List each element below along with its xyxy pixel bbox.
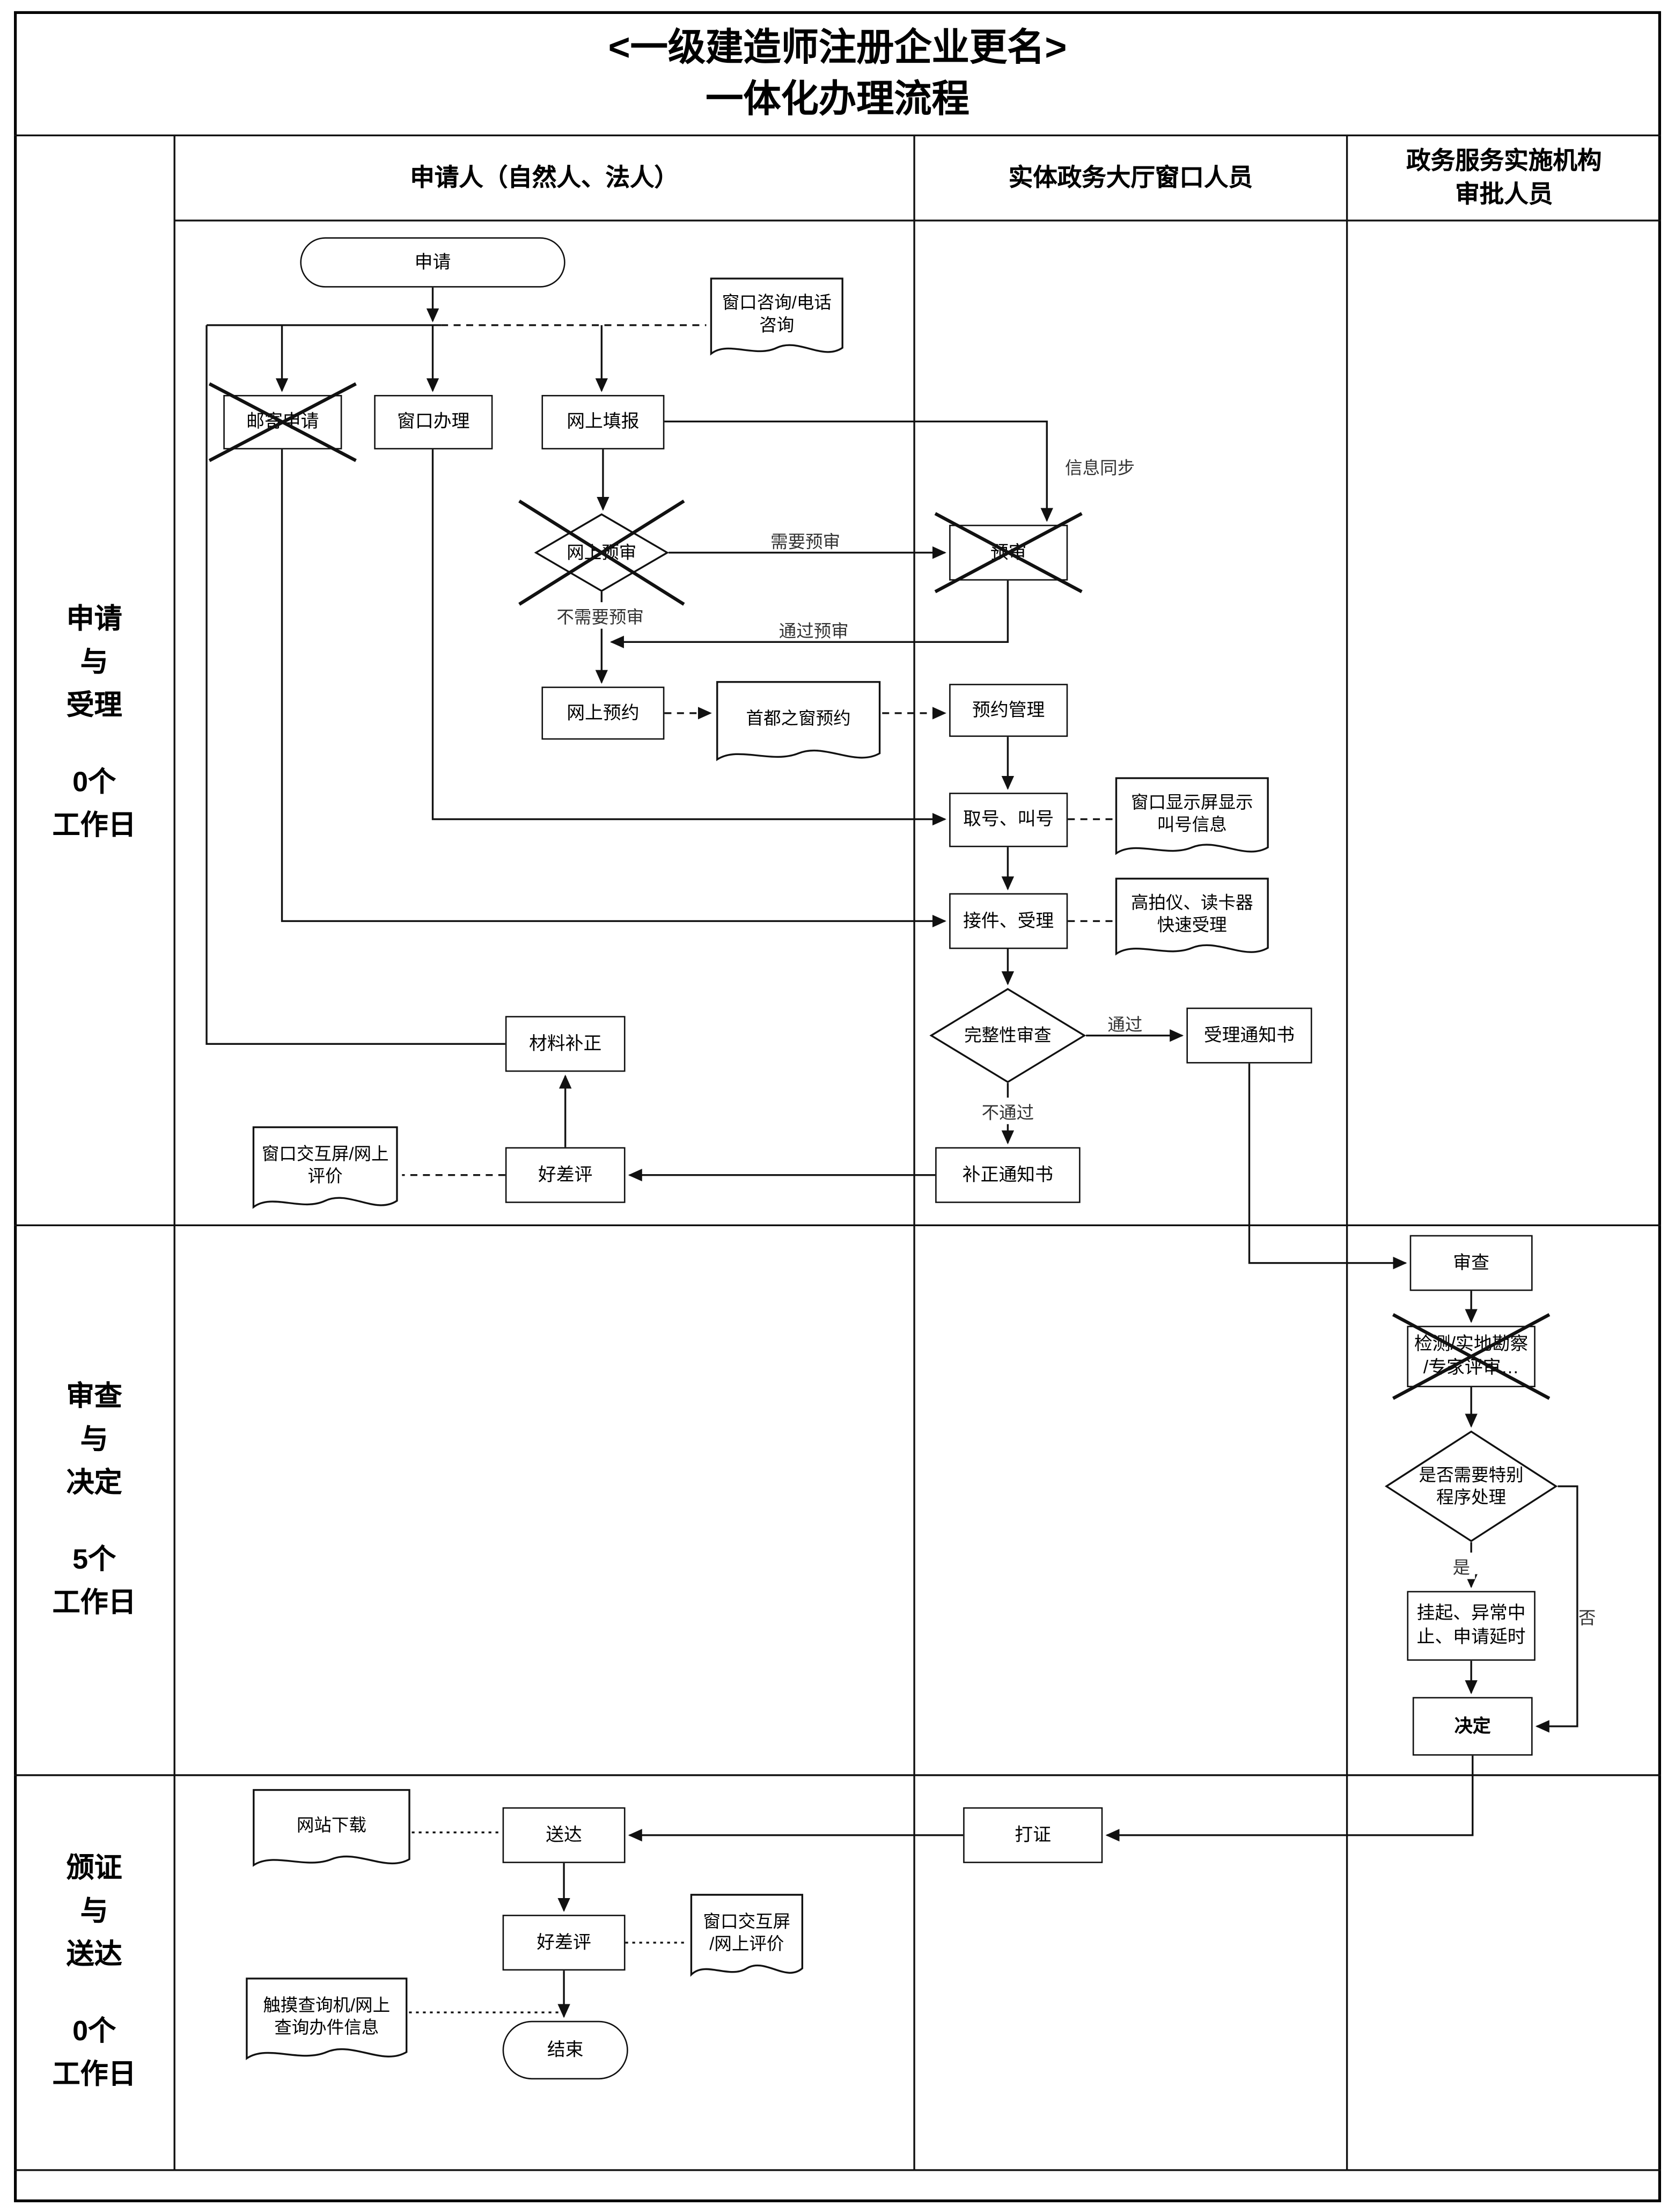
lane-header-window-staff: 实体政务大厅窗口人员 — [914, 135, 1347, 221]
diagram-title: <一级建造师注册企业更名> 一体化办理流程 — [14, 11, 1661, 135]
node-accept: 接件、受理 — [949, 893, 1068, 949]
node-precheck: 预审 — [934, 512, 1083, 594]
node-website-download-doc: 网站下载 — [251, 1788, 412, 1877]
phase-2-stage: 审查 与 决定 — [66, 1381, 122, 1498]
phase-apply-accept: 申请 与 受理 0个 工作日 — [14, 221, 174, 1225]
document-shape — [251, 1788, 412, 1877]
node-scanner-doc: 高拍仪、读卡器 快速受理 — [1114, 876, 1270, 965]
lane-header-applicant: 申请人（自然人、法人） — [174, 135, 914, 221]
phase-1-duration: 0个 工作日 — [52, 767, 136, 841]
lane-header-approver: 政务服务实施机构 审批人员 — [1347, 135, 1661, 221]
node-material-correction: 材料补正 — [505, 1016, 626, 1072]
node-mail-apply: 邮寄申请 — [208, 382, 357, 462]
node-print-cert: 打证 — [963, 1807, 1103, 1863]
document-shape — [1114, 876, 1270, 965]
document-shape — [251, 1125, 399, 1220]
document-shape — [689, 1892, 804, 1987]
node-window-handle: 窗口办理 — [374, 394, 493, 450]
node-decision: 决定 — [1412, 1697, 1533, 1756]
node-booking-mgmt: 预约管理 — [949, 684, 1068, 737]
node-review: 审查 — [1409, 1235, 1533, 1291]
lane-header-window-staff-label: 实体政务大厅窗口人员 — [1008, 163, 1253, 191]
node-online-precheck: 网上预审 — [518, 499, 685, 606]
page-border — [14, 11, 1661, 2202]
node-apply-start: 申请 — [300, 237, 565, 288]
node-online-booking: 网上预约 — [541, 686, 665, 740]
node-capital-booking-doc: 首都之窗预约 — [715, 680, 882, 772]
node-eval-doc: 窗口交互屏/网上 评价 — [251, 1125, 399, 1220]
node-inspection: 检测/实地勘察 /专家评审… — [1392, 1313, 1551, 1400]
lane-header-approver-label: 政务服务实施机构 审批人员 — [1406, 146, 1602, 208]
node-eval-doc-2: 窗口交互屏 /网上评价 — [689, 1892, 804, 1987]
phase-3-duration: 0个 工作日 — [52, 2016, 136, 2091]
document-shape — [244, 1976, 409, 2071]
edge-label-no-precheck: 不需要预审 — [552, 602, 648, 629]
node-query-doc: 触摸查询机/网上 查询办件信息 — [244, 1976, 409, 2071]
title-line-2: 一体化办理流程 — [706, 77, 969, 120]
node-online-fill: 网上填报 — [541, 394, 665, 450]
edge-label-pass: 通过 — [1107, 1015, 1143, 1035]
node-feedback-review-2: 好差评 — [502, 1915, 626, 1971]
edge-label-info-sync: 信息同步 — [1065, 458, 1135, 478]
edge-label-fail: 不通过 — [977, 1097, 1039, 1124]
node-end: 结束 — [502, 2020, 628, 2079]
node-call-display-doc: 窗口显示屏显示 叫号信息 — [1114, 776, 1270, 865]
phase-1-stage: 申请 与 受理 — [66, 603, 122, 721]
document-shape — [715, 680, 882, 772]
diamond-shape — [1385, 1431, 1558, 1542]
document-shape — [1114, 776, 1270, 865]
phase-3-stage: 颁证 与 送达 — [66, 1853, 122, 1971]
node-accept-notice: 受理通知书 — [1186, 1007, 1312, 1064]
lane-header-applicant-label: 申请人（自然人、法人） — [410, 163, 679, 191]
phase-review-decision: 审查 与 决定 5个 工作日 — [14, 1225, 174, 1775]
edge-label-pass-precheck: 通过预审 — [778, 621, 849, 641]
phase-issue-deliver: 颁证 与 送达 0个 工作日 — [14, 1775, 174, 2170]
node-feedback-review: 好差评 — [505, 1147, 626, 1203]
node-deliver: 送达 — [502, 1807, 626, 1863]
edge-label-yes: 是 — [1448, 1552, 1475, 1579]
phase-2-duration: 5个 工作日 — [52, 1544, 136, 1618]
diamond-shape — [930, 988, 1086, 1083]
node-suspend: 挂起、异常中 止、申请延时 — [1407, 1591, 1536, 1661]
node-take-number: 取号、叫号 — [949, 793, 1068, 847]
node-consult-doc: 窗口咨询/电话 咨询 — [709, 276, 844, 365]
edge-label-no: 否 — [1578, 1608, 1596, 1628]
node-special-procedure-check: 是否需要特别 程序处理 — [1385, 1431, 1558, 1542]
node-completeness-check: 完整性审查 — [930, 988, 1086, 1083]
node-correction-notice: 补正通知书 — [935, 1147, 1081, 1203]
title-line-1: <一级建造师注册企业更名> — [608, 26, 1067, 69]
document-shape — [709, 276, 844, 365]
edge-label-need-precheck: 需要预审 — [770, 532, 841, 552]
